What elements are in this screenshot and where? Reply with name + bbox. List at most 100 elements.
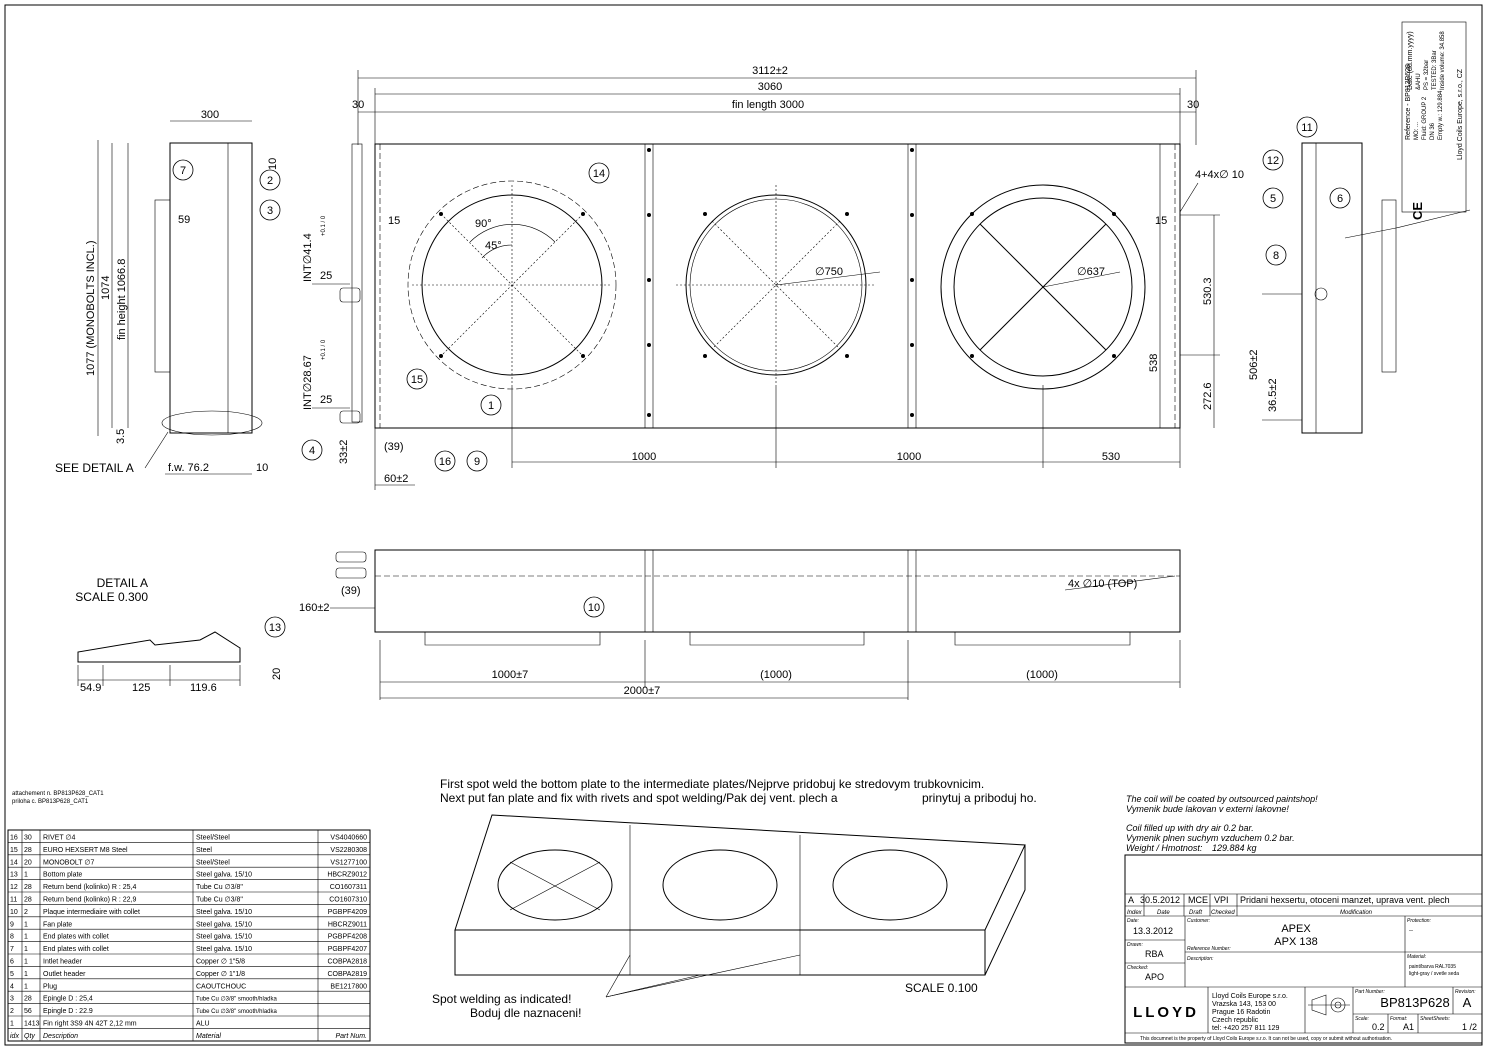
bom-cell-mat: Steel/Steel [196, 835, 230, 842]
bom-cell-idx: 5 [10, 971, 14, 978]
dim-b10: 10 [256, 462, 268, 474]
bom-cell-mat: Copper ∅ 1"1/8 [196, 971, 245, 978]
tb-revision: A [1463, 995, 1472, 1010]
balloon-label: 12 [1267, 155, 1279, 167]
bom-cell-mat: Tube Cu ∅3/8" [196, 897, 243, 904]
rev-date: 30.5.2012 [1140, 895, 1180, 905]
title-block: A 30.5.2012 MCE VPI Pridani hexsertu, ot… [1124, 854, 1483, 1044]
bom-cell-desc: Outlet header [43, 971, 86, 978]
bom-cell-mat: Tube Cu ∅3/8" smooth/hladka [196, 1008, 278, 1015]
balloon-label: 9 [474, 456, 480, 468]
dim-int-41-tol: +0.1 / 0 [321, 215, 327, 236]
stamp-line-8: PS = 32bar [1424, 60, 1430, 90]
tb-model: APX 138 [1274, 936, 1317, 948]
dim-20: 20 [271, 668, 283, 680]
tb-protection: -- [1409, 928, 1413, 934]
dim-holes: 4+4x∅ 10 [1195, 169, 1244, 181]
bom-cell-pn: COBPA2819 [327, 971, 367, 978]
bom-cell-mat: Steel galva. 15/10 [196, 921, 252, 928]
bom-cell-qty: 1 [24, 872, 28, 879]
bom-cell-pn: Part Num. [335, 1033, 367, 1040]
balloon-item: 3 [259, 199, 281, 221]
dim-25-a: 25 [320, 270, 332, 282]
balloon-item: 4 [301, 439, 323, 461]
bom-cell-pn: VS4040660 [330, 835, 367, 842]
balloon-item: 2 [259, 169, 281, 191]
inlet-connection [339, 287, 361, 303]
bom-cell-mat: Tube Cu ∅3/8" [196, 884, 243, 891]
bom-cell-idx: 3 [10, 996, 14, 1003]
h-draft: Draft [1189, 910, 1202, 916]
balloon-item: 8 [1265, 244, 1287, 266]
bom-cell-idx: 11 [10, 897, 17, 904]
dim-3-5: 3.5 [115, 429, 127, 444]
iso-note-2b: prinytuj a priboduj ho. [922, 791, 1037, 805]
bom-cell-qty: 30 [24, 835, 32, 842]
dim-1000-b: 1000 [897, 451, 921, 463]
dim-530: 530 [1102, 451, 1120, 463]
dim-length: 3060 [758, 81, 782, 93]
rev-draft: MCE [1188, 895, 1208, 905]
tb-customer: APEX [1281, 923, 1311, 935]
balloon-label: 16 [439, 456, 451, 468]
dim-60: 60±2 [384, 473, 408, 485]
bom-cell-qty: 28 [24, 847, 32, 854]
bom-cell-qty: 1 [24, 959, 28, 966]
bom-cell-mat: ALU [196, 1021, 210, 1028]
bom-cell-desc: Plug [43, 983, 57, 990]
balloon-label: 10 [588, 602, 600, 614]
bom-cell-qty: Qty [24, 1033, 35, 1040]
l-sheets: SheetSheets: [1420, 1016, 1451, 1022]
tb-date: 13.3.2012 [1133, 926, 1173, 936]
bom-cell-mat: Material [196, 1033, 221, 1040]
bom-cell-desc: Epingle D : 22.9 [43, 1008, 93, 1015]
spot-welding-en: Spot welding as indicated! [432, 992, 571, 1006]
balloon-label: 4 [309, 445, 315, 457]
bom-cell-qty: 28 [24, 996, 32, 1003]
dim-15-right: 15 [1155, 215, 1167, 227]
balloon-label: 1 [488, 400, 494, 412]
balloon-item: 12 [1262, 149, 1284, 171]
outlet-connection [339, 410, 361, 424]
bom-cell-qty: 28 [24, 897, 32, 904]
balloon-item: 10 [583, 596, 605, 618]
note-3: Coil filled up with dry air 0.2 bar. [1126, 823, 1254, 833]
bom-cell-mat: Steel galva. 15/10 [196, 946, 252, 953]
bom-cell-idx: 12 [10, 884, 18, 891]
stamp-line-9: TESTED: 3Bar [1432, 50, 1438, 90]
dim-2000-7: 2000±7 [624, 685, 661, 697]
l-scale: Scale: [1355, 1016, 1370, 1022]
bom-cell-idx: 4 [10, 983, 14, 990]
detail-scale: SCALE 0.300 [75, 590, 148, 604]
balloon-item: 15 [406, 368, 428, 390]
dim-d637: ∅637 [1077, 266, 1105, 278]
balloon-label: 2 [267, 175, 273, 187]
stamp-line-1: Reference - BP813P628 [1405, 64, 1412, 140]
stamp-line-5: Empty w.: 129.884 [1438, 90, 1444, 140]
bom-cell-qty: 1 [24, 921, 28, 928]
dim-1077: 1077 (MONOBOLTS INCL.) [85, 241, 97, 377]
dim-fin-length: fin length 3000 [732, 99, 804, 111]
tb-format: A1 [1403, 1022, 1414, 1032]
tb-material-1: paint/barva RAL7035 [1409, 964, 1456, 970]
tb-drawn: RBA [1145, 949, 1164, 959]
ce-mark: CE [1410, 202, 1425, 220]
bom-cell-mat: Steel galva. 15/10 [196, 872, 252, 879]
bom-cell-idx: idx [10, 1033, 19, 1040]
l-checked: Checked: [1127, 965, 1149, 971]
right-end-view: 506±2 36.5±2 [1248, 142, 1397, 434]
intermediate-plate-2 [907, 143, 917, 429]
balloon-label: 14 [593, 168, 605, 180]
bom-cell-pn: COBPA2818 [327, 959, 367, 966]
balloon-label: 15 [411, 374, 423, 386]
lloyd-logo: LLOYD [1133, 1004, 1199, 1021]
dim-25-b: 25 [320, 394, 332, 406]
bom-cell-idx: 8 [10, 934, 14, 941]
stamp-line-3: Fluid: GROUP 2 [1422, 96, 1428, 140]
side-body [169, 142, 253, 434]
rev-index: A [1128, 895, 1134, 905]
weight-value: 129.884 kg [1212, 843, 1257, 853]
l-part: Part Number: [1355, 989, 1385, 995]
